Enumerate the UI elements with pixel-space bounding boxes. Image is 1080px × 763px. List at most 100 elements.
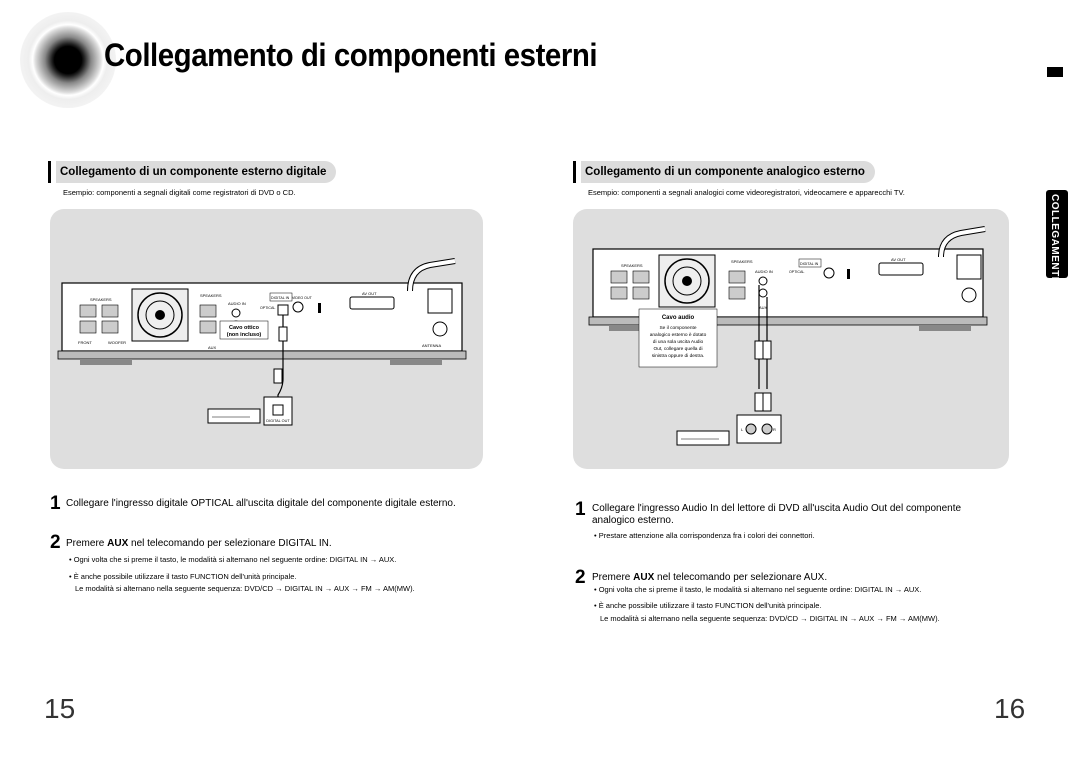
terminal xyxy=(101,320,119,334)
label-av-out: AV OUT xyxy=(362,291,377,296)
page-title: Collegamento di componenti esterni xyxy=(104,37,598,73)
right-example: Esempio: componenti a segnali analogici … xyxy=(588,188,905,197)
terminal xyxy=(199,320,217,334)
left-diagram-panel: SPEAKERS SPEAKERS FRONT WOOFER AUDIO IN … xyxy=(50,209,483,469)
foot-left xyxy=(80,359,132,365)
left-step-1-number: 1 xyxy=(50,493,61,514)
page-number-right: 16 xyxy=(994,693,1026,724)
foot-right xyxy=(390,359,442,365)
external-device xyxy=(207,408,261,424)
left-step-2-bold: AUX xyxy=(107,538,129,549)
cable-note-line: Se il componente xyxy=(659,325,696,331)
digital-out-port xyxy=(272,404,284,416)
left-diagram: SPEAKERS SPEAKERS FRONT WOOFER AUDIO IN … xyxy=(57,258,467,426)
cable-title: Cavo audio xyxy=(662,315,695,321)
right-step-2-text: Premere AUX nel telecomando per selezion… xyxy=(592,572,827,583)
foot-right xyxy=(919,325,971,331)
switch xyxy=(847,269,850,279)
right-diagram-panel: SPEAKERS SPEAKERS AUDIO IN AUX DIGITAL I… xyxy=(573,209,1009,469)
label-front: FRONT xyxy=(78,340,92,345)
label-aux: AUX xyxy=(759,305,768,310)
rca-plug xyxy=(754,392,764,412)
side-tab: COLLEGAMENTI xyxy=(1046,190,1068,280)
external-device xyxy=(676,430,730,446)
heading-bar xyxy=(48,161,51,183)
jack-label-l: L xyxy=(741,427,744,432)
switch xyxy=(318,303,321,313)
rca-plug xyxy=(762,340,772,360)
right-heading-text: Collegamento di un componente analogico … xyxy=(581,161,875,183)
receiver-rear xyxy=(592,248,984,318)
scart-port xyxy=(878,262,924,276)
terminal xyxy=(728,270,746,284)
right-bullet-2: • È anche possibile utilizzare il tasto … xyxy=(594,601,822,610)
jack xyxy=(231,308,241,318)
cable-note-line: Out, collegare quella di xyxy=(653,346,702,352)
right-step-2-pre: Premere xyxy=(592,572,634,583)
left-step-2-text: Premere AUX nel telecomando per selezion… xyxy=(66,538,332,549)
left-step-2-post: nel telecomando per selezionare DIGITAL … xyxy=(128,538,332,549)
power-cord-inner xyxy=(939,227,986,258)
cable-note-line: analogico esterno è dotato xyxy=(650,332,707,338)
heading-bar xyxy=(573,161,576,183)
optical-plug-2 xyxy=(273,368,283,384)
terminal xyxy=(610,270,628,284)
fan-circle-inner xyxy=(145,300,175,330)
am-antenna xyxy=(432,321,448,337)
jack-right xyxy=(758,288,768,298)
receiver-base xyxy=(588,316,988,326)
left-step-1-text: Collegare l'ingresso digitale OPTICAL al… xyxy=(66,498,456,509)
label-aux: AUX xyxy=(208,345,217,350)
terminal xyxy=(79,320,97,334)
digital-in-box xyxy=(269,292,293,302)
right-step-2-number: 2 xyxy=(575,567,586,588)
label-digital-in: DIGITAL IN xyxy=(271,296,290,300)
label-optical: OPTICAL xyxy=(789,270,804,274)
label-audio-in: AUDIO IN xyxy=(228,301,246,306)
page-number-left: 15 xyxy=(44,693,76,724)
rca-plug xyxy=(754,340,764,360)
left-step-2-number: 2 xyxy=(50,532,61,553)
right-step-1-number: 1 xyxy=(575,499,586,520)
right-step-1-text-2: analogico esterno. xyxy=(592,515,674,526)
corner-marker xyxy=(1047,67,1063,77)
terminal xyxy=(199,304,217,318)
label-speakers: SPEAKERS xyxy=(90,297,112,302)
optical-port xyxy=(277,304,289,316)
terminal xyxy=(610,286,628,300)
jack-left xyxy=(758,276,768,286)
fan-grill xyxy=(658,254,716,308)
fan-hub xyxy=(155,310,165,320)
terminal xyxy=(632,286,650,300)
label-video-out: VIDEO OUT xyxy=(292,296,313,300)
digital-in-box xyxy=(798,258,822,268)
video-jack xyxy=(292,301,304,313)
audio-out-left xyxy=(745,423,757,435)
digital-out-label: DIGITAL OUT xyxy=(266,419,290,423)
right-section-heading: Collegamento di un componente analogico … xyxy=(573,161,875,183)
right-note: • Prestare attenzione alla corrispondenz… xyxy=(594,531,815,540)
label-woofer: WOOFER xyxy=(108,340,126,345)
audio-out-panel xyxy=(736,414,782,444)
scart-port xyxy=(349,296,395,310)
jack-label-r: R xyxy=(773,427,776,432)
terminal xyxy=(632,270,650,284)
optical-plug xyxy=(278,326,288,342)
rca-plug xyxy=(762,392,772,412)
terminal xyxy=(101,304,119,318)
right-step-2-post: nel telecomando per selezionare AUX. xyxy=(654,572,828,583)
label-antenna: ANTENNA xyxy=(422,343,441,348)
right-step-1-text: Collegare l'ingresso Audio In del lettor… xyxy=(592,503,962,514)
video-jack xyxy=(823,267,835,279)
left-bullet-3: Le modalità si alternano nella seguente … xyxy=(75,584,415,593)
left-bullet-2: • È anche possibile utilizzare il tasto … xyxy=(69,572,297,581)
label-av-out: AV OUT xyxy=(891,257,906,262)
fan-circle xyxy=(664,258,710,304)
disc-graphic xyxy=(20,12,116,108)
label-speakers: SPEAKERS xyxy=(621,263,643,268)
label-digital-in: DIGITAL IN xyxy=(800,262,819,266)
left-heading-text: Collegamento di un componente esterno di… xyxy=(56,161,337,183)
right-bullet-1: • Ogni volta che si preme il tasto, le m… xyxy=(594,585,922,594)
cable-note-box xyxy=(638,308,718,368)
fm-antenna xyxy=(956,254,982,280)
